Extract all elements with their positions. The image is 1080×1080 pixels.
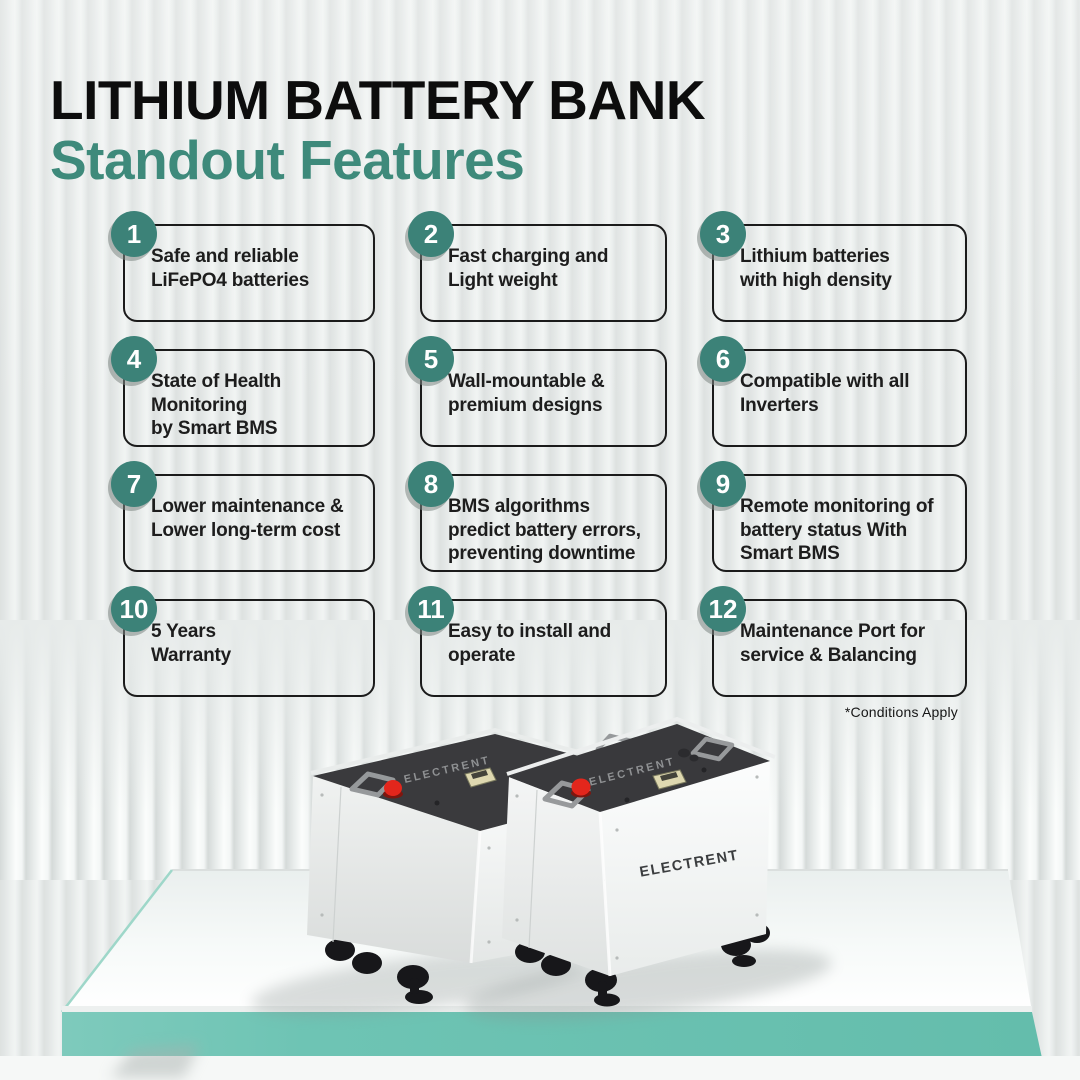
conditions-footnote: *Conditions Apply bbox=[844, 704, 958, 720]
page-subtitle: Standout Features bbox=[50, 129, 525, 192]
battery-handle bbox=[690, 736, 735, 762]
feature-number-badge: 10 bbox=[111, 586, 157, 632]
feature-box: 7 Lower maintenance &Lower long-term cos… bbox=[111, 461, 375, 572]
page-title: LITHIUM BATTERY BANK bbox=[50, 69, 706, 131]
feature-number-badge: 6 bbox=[700, 336, 746, 382]
caster-wheel bbox=[325, 939, 433, 1004]
battery-unit-front: ELECTRENT ELECTRENT bbox=[502, 716, 776, 1007]
feature-box: 5 Wall-mountable &premium designs bbox=[408, 336, 667, 447]
feature-number-badge: 1 bbox=[111, 211, 157, 257]
feature-number-badge: 11 bbox=[408, 586, 454, 632]
battery-connector bbox=[464, 767, 497, 788]
emergency-button bbox=[571, 778, 591, 796]
feature-number-badge: 3 bbox=[700, 211, 746, 257]
feature-number-badge: 7 bbox=[111, 461, 157, 507]
platform-teal-edge bbox=[62, 1012, 1042, 1058]
page-header: LITHIUM BATTERY BANK Standout Features bbox=[50, 69, 706, 192]
feature-number-badge: 4 bbox=[111, 336, 157, 382]
feature-text: Wall-mountable &premium designs bbox=[448, 371, 605, 416]
feature-number-badge: 5 bbox=[408, 336, 454, 382]
battery-connector bbox=[652, 769, 687, 790]
feature-text: Lower maintenance &Lower long-term cost bbox=[151, 496, 344, 541]
emergency-button bbox=[384, 780, 402, 796]
feature-number-badge: 8 bbox=[408, 461, 454, 507]
feature-number-badge: 2 bbox=[408, 211, 454, 257]
feature-number-badge: 9 bbox=[700, 461, 746, 507]
feature-number-badge: 12 bbox=[700, 586, 746, 632]
